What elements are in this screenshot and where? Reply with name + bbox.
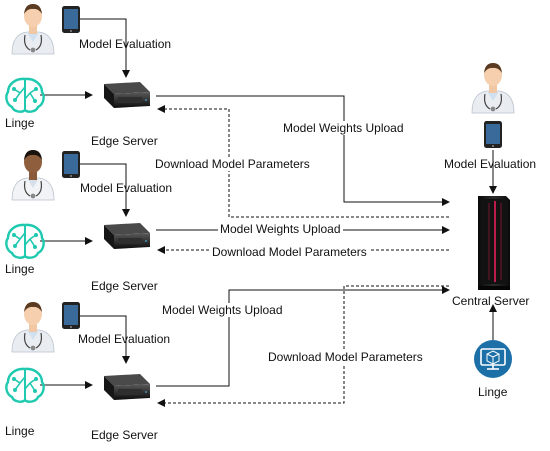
linge-label: Linge: [5, 116, 35, 130]
model-evaluation-label: Model Evaluation: [80, 181, 173, 195]
doctor-icon: [11, 150, 55, 201]
edge-server-icon: [104, 223, 150, 249]
doctor-icon: [11, 301, 55, 353]
download-model-parameters-label: Download Model Parameters: [153, 157, 312, 171]
edge-server-label: Edge Server: [91, 134, 158, 148]
central-server-rack-icon: [478, 196, 510, 290]
brain-network-icon: [5, 223, 45, 259]
central-server-label: Central Server: [452, 294, 530, 308]
brain-network-icon: [5, 367, 45, 403]
doctor-icon: [471, 62, 515, 114]
model-evaluation-label: Model Evaluation: [444, 157, 537, 171]
connectors: [40, 18, 497, 407]
tablet-icon: [62, 302, 80, 329]
edge-server-icon: [104, 82, 150, 108]
linge-label: Linge: [478, 385, 508, 399]
tablet-icon: [62, 6, 80, 33]
model-evaluation-label: Model Evaluation: [79, 37, 172, 51]
model-weights-upload-label: Model Weights Upload: [218, 222, 343, 236]
download-model-parameters-label: Download Model Parameters: [266, 350, 425, 364]
edge-server-label: Edge Server: [91, 428, 158, 442]
doctor-icon: [11, 3, 55, 55]
linge-label: Linge: [5, 424, 35, 438]
brain-network-icon: [5, 77, 45, 113]
edge-server-icon: [104, 374, 150, 400]
linge-label: Linge: [5, 262, 35, 276]
monitor-cube-icon: [474, 340, 512, 378]
model-evaluation-label: Model Evaluation: [78, 332, 171, 346]
download-model-parameters-label: Download Model Parameters: [210, 245, 369, 259]
model-weights-upload-label: Model Weights Upload: [281, 121, 406, 135]
tablet-icon: [484, 121, 502, 148]
tablet-icon: [62, 151, 80, 178]
edge-server-label: Edge Server: [91, 279, 158, 293]
model-weights-upload-label: Model Weights Upload: [160, 303, 285, 317]
